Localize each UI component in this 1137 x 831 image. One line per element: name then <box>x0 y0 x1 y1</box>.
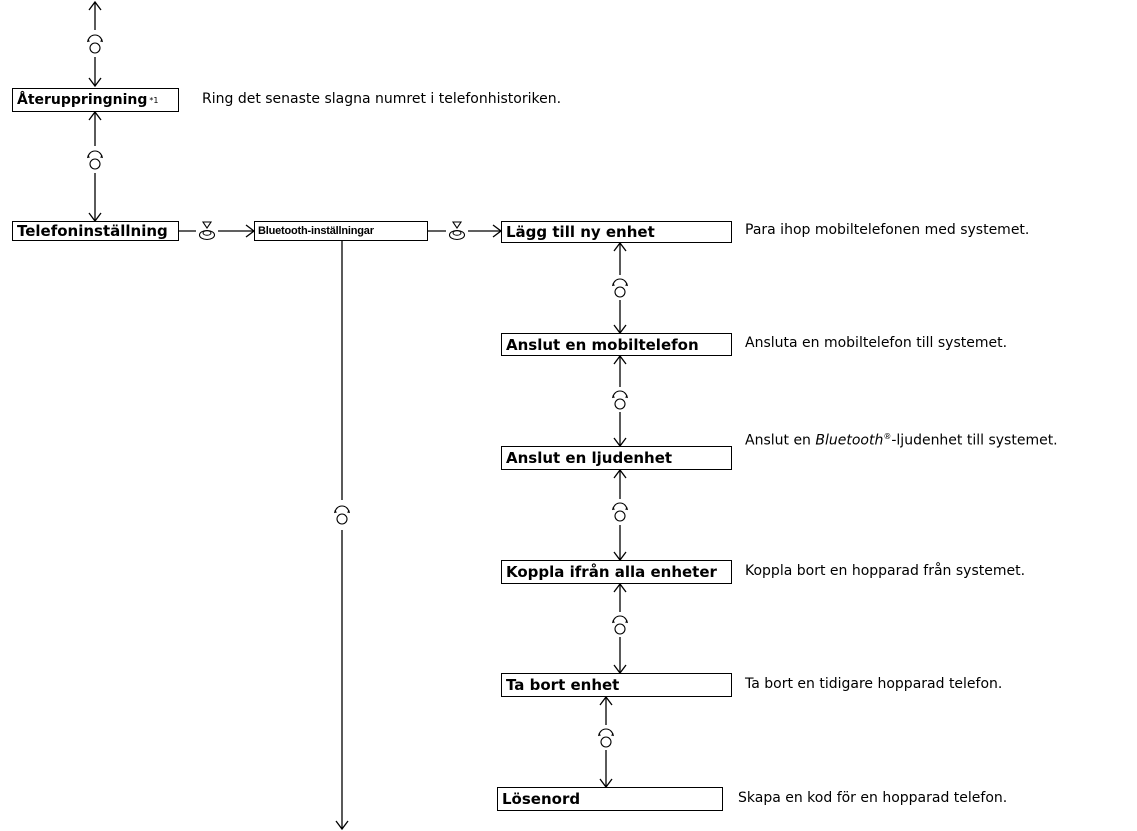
remove-device-description: Ta bort en tidigare hopparad telefon. <box>745 676 1003 692</box>
interface-dial-rotate-icon <box>87 34 103 54</box>
interface-dial-rotate-icon <box>612 502 628 522</box>
menu-item-passcode-label: Lösenord <box>502 790 581 808</box>
menu-item-disconnect-all-label: Koppla ifrån alla enheter <box>506 563 717 581</box>
menu-item-redial[interactable]: Återuppringning*1 <box>12 88 179 112</box>
menu-item-add-device-label: Lägg till ny enhet <box>506 223 655 241</box>
menu-item-bluetooth-settings-label: Bluetooth-inställningar <box>258 225 374 237</box>
bluetooth-brand: Bluetooth <box>815 432 884 449</box>
menu-item-remove-device[interactable]: Ta bort enhet <box>501 673 732 697</box>
add-device-description: Para ihop mobiltelefonen med systemet. <box>745 222 1030 238</box>
passcode-description: Skapa en kod för en hopparad telefon. <box>738 790 1008 806</box>
redial-description: Ring det senaste slagna numret i telefon… <box>202 91 562 107</box>
menu-item-phone-setting-label: Telefoninställning <box>17 222 168 240</box>
menu-item-disconnect-all[interactable]: Koppla ifrån alla enheter <box>501 560 732 584</box>
menu-item-remove-device-label: Ta bort enhet <box>506 676 620 694</box>
disconnect-all-description: Koppla bort en hopparad från systemet. <box>745 563 1026 579</box>
menu-item-passcode[interactable]: Lösenord <box>497 787 723 811</box>
menu-item-connect-audio-label: Anslut en ljudenhet <box>506 449 673 467</box>
menu-item-connect-phone[interactable]: Anslut en mobiltelefon <box>501 333 732 356</box>
interface-dial-rotate-icon <box>612 615 628 635</box>
interface-dial-rotate-icon <box>334 505 350 525</box>
interface-dial-press-icon <box>198 221 216 241</box>
interface-dial-press-icon <box>448 221 466 241</box>
menu-item-redial-label: Återuppringning <box>17 92 148 108</box>
menu-item-phone-setting[interactable]: Telefoninställning <box>12 221 179 241</box>
connect-audio-description: Anslut en Bluetooth®-ljudenhet till syst… <box>745 432 1058 449</box>
connect-audio-desc-post: -ljudenhet till systemet. <box>891 432 1058 449</box>
menu-item-add-device[interactable]: Lägg till ny enhet <box>501 221 732 243</box>
connect-audio-desc-pre: Anslut en <box>745 432 816 449</box>
footnote-marker: *1 <box>149 95 159 105</box>
menu-item-bluetooth-settings[interactable]: Bluetooth-inställningar <box>254 221 428 241</box>
interface-dial-rotate-icon <box>87 150 103 170</box>
menu-item-connect-phone-label: Anslut en mobiltelefon <box>506 335 699 354</box>
connect-phone-description: Ansluta en mobiltelefon till systemet. <box>745 335 1008 351</box>
interface-dial-rotate-icon <box>598 728 614 748</box>
interface-dial-rotate-icon <box>612 390 628 410</box>
registered-mark: ® <box>883 432 892 441</box>
interface-dial-rotate-icon <box>612 278 628 298</box>
menu-item-connect-audio[interactable]: Anslut en ljudenhet <box>501 446 732 470</box>
